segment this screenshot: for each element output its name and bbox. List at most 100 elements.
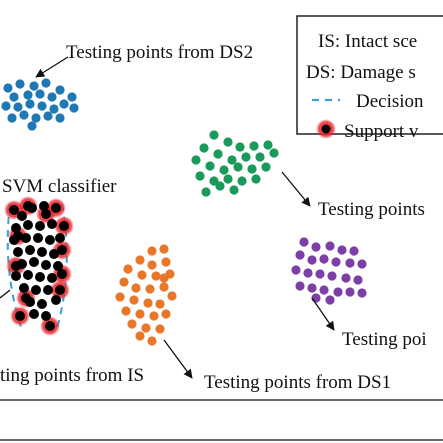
ds2-cluster-point <box>27 121 37 131</box>
ds4-cluster-point <box>295 250 305 260</box>
ds4-cluster-point <box>303 268 313 278</box>
svm-training-point <box>37 299 47 309</box>
ds2-cluster <box>1 78 79 131</box>
svm-training-point <box>35 221 45 231</box>
ds1-cluster-point <box>155 299 165 309</box>
ds4-cluster-point <box>345 287 355 297</box>
svm-training-point <box>23 220 33 230</box>
ds2-cluster-point <box>31 113 41 123</box>
ds3-cluster-point <box>263 140 273 150</box>
ds1-cluster-point <box>119 277 129 287</box>
svm-training-point <box>47 219 57 229</box>
support-vector-point <box>57 245 67 255</box>
ds3-cluster-point <box>199 143 209 153</box>
ds3-cluster-point <box>249 141 259 151</box>
svm-training-point <box>27 203 37 213</box>
ds4-cluster-point <box>311 242 321 252</box>
ds1-cluster-point <box>115 292 125 302</box>
legend-support-entry: Support v <box>344 121 419 142</box>
svm-training-point <box>39 201 49 211</box>
ds2-cluster-point <box>1 101 11 111</box>
ds1-cluster-point <box>147 336 157 346</box>
support-vector-point <box>9 205 19 215</box>
ds4-cluster-point <box>307 255 317 265</box>
legend-ds-entry: DS: Damage s <box>306 62 416 83</box>
svm-training-point <box>23 270 33 280</box>
ds4-cluster-point <box>315 269 325 279</box>
arrow-ds3 <box>281 171 311 207</box>
svm-training-point <box>41 260 51 270</box>
ds4-cluster-point <box>319 285 329 295</box>
ds4-cluster-point <box>357 288 367 298</box>
ds3-cluster-point <box>229 185 239 195</box>
ds4-cluster-point <box>357 259 367 269</box>
ds4-cluster-point <box>325 241 335 251</box>
ds1-cluster-point <box>159 244 169 254</box>
svm-training-point <box>49 249 59 259</box>
svm-support-vectors <box>4 196 74 336</box>
ds1-cluster-point <box>167 291 177 301</box>
svm-training-point <box>53 261 63 271</box>
ds3-cluster-point <box>223 174 233 184</box>
svm-training-point <box>25 245 35 255</box>
ds4-cluster-point <box>291 265 301 275</box>
arrow-ds1 <box>163 339 193 379</box>
svm-training-point <box>13 247 23 257</box>
clusters-layer <box>1 78 367 346</box>
legend-support-dot <box>321 124 331 134</box>
ds4-cluster-point <box>345 258 355 268</box>
support-vector-point <box>41 209 51 219</box>
ds4-cluster-point <box>353 275 363 285</box>
ds1-cluster <box>115 244 177 346</box>
ds2-cluster-point <box>9 92 19 102</box>
ds3-cluster-point <box>195 171 205 181</box>
ds3-cluster-point <box>237 176 247 186</box>
ds2-cluster-point <box>29 81 39 91</box>
legend-boundary-entry: Decision <box>356 91 424 112</box>
ds1-cluster-point <box>135 255 145 265</box>
ds4-cluster-point <box>307 283 317 293</box>
ds2-cluster-point <box>43 111 53 121</box>
svm-training-point <box>17 259 27 269</box>
ds3-cluster-point <box>223 137 233 147</box>
label-ds3: Testing points <box>318 199 425 220</box>
ds1-cluster-point <box>135 309 145 319</box>
ds2-cluster-point <box>49 104 59 114</box>
ds1-cluster-point <box>123 264 133 274</box>
ds3-cluster-point <box>247 164 257 174</box>
arrow-ds2 <box>35 56 69 78</box>
ds3-cluster-point <box>201 187 211 197</box>
ds3-cluster-point <box>213 149 223 159</box>
ds3-cluster-point <box>219 165 229 175</box>
ds2-cluster-point <box>41 78 51 88</box>
svm-classifier <box>4 196 74 336</box>
ds4-cluster-point <box>337 245 347 255</box>
label-ds4: Testing poi <box>342 329 427 350</box>
ds4-cluster-point <box>331 257 341 267</box>
ds1-cluster-point <box>121 306 131 316</box>
ds1-cluster-point <box>159 273 169 283</box>
ds1-cluster-point <box>137 270 147 280</box>
ds4-cluster-point <box>333 287 343 297</box>
ds4-cluster-point <box>325 295 335 305</box>
label-ds1: Testing points from DS1 <box>204 372 391 393</box>
arrow-svm <box>0 289 11 299</box>
ds4-cluster-point <box>319 254 329 264</box>
svm-training-point <box>47 273 57 283</box>
annotation-arrows <box>0 56 335 379</box>
ds2-cluster-point <box>13 102 23 112</box>
support-vector-point <box>59 221 69 231</box>
svm-training-point <box>55 233 65 243</box>
ds2-cluster-point <box>47 92 57 102</box>
ds3-cluster-point <box>209 130 219 140</box>
svm-training-point <box>41 311 51 321</box>
svm-training-point <box>51 295 61 305</box>
ds2-cluster-point <box>35 89 45 99</box>
ds3-cluster-point <box>233 162 243 172</box>
ds1-cluster-point <box>143 298 153 308</box>
svm-training-point <box>33 233 43 243</box>
ds3-cluster-point <box>261 162 271 172</box>
svm-training-point <box>25 297 35 307</box>
ds3-cluster-point <box>215 181 225 191</box>
